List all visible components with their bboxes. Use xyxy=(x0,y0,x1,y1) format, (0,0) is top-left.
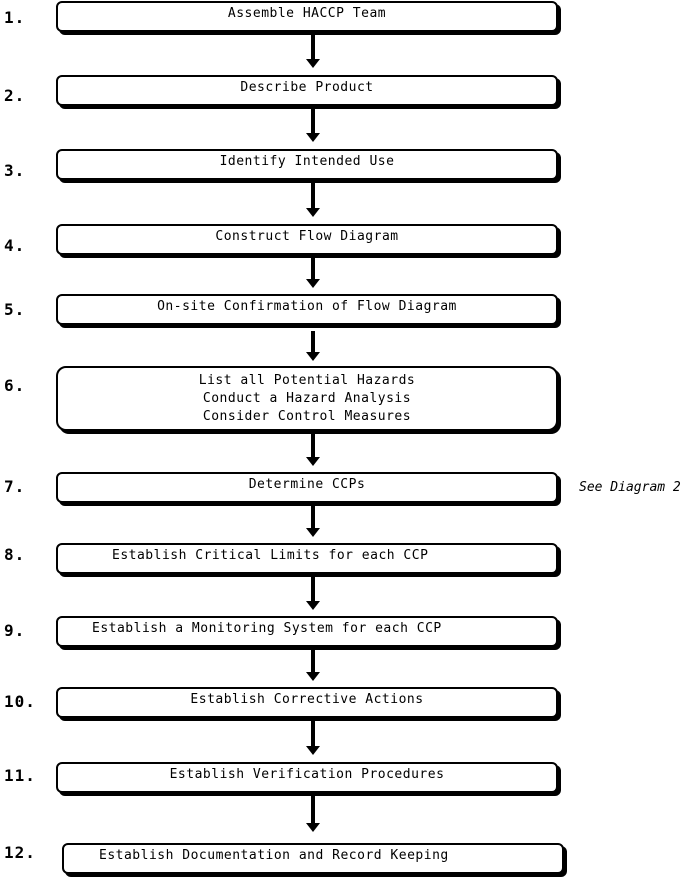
step-number-3: 3. xyxy=(4,161,26,180)
step-text: Establish Critical Limits for each CCP xyxy=(112,548,429,563)
step-text: Establish Verification Procedures xyxy=(169,767,445,782)
step-box-4: Construct Flow Diagram xyxy=(56,224,558,255)
step-box-3: Identify Intended Use xyxy=(56,149,558,180)
step-text-line-1: List all Potential Hazards xyxy=(198,373,416,388)
step-number-7: 7. xyxy=(4,477,26,496)
step-number-4: 4. xyxy=(4,236,26,255)
step-text: Establish a Monitoring System for each C… xyxy=(92,621,442,636)
step-box-7: Determine CCPs xyxy=(56,472,558,503)
step-number-1: 1. xyxy=(4,8,26,27)
step-number-12: 12. xyxy=(4,843,36,862)
step-box-5: On-site Confirmation of Flow Diagram xyxy=(56,294,558,325)
flow-arrow-10-11 xyxy=(306,721,320,755)
step-text: Describe Product xyxy=(240,80,374,95)
flow-arrow-5-6 xyxy=(306,331,320,361)
step-number-5: 5. xyxy=(4,300,26,319)
flow-arrow-4-5 xyxy=(306,258,320,288)
step-text: Identify Intended Use xyxy=(219,154,395,169)
step-text: Establish Corrective Actions xyxy=(190,692,424,707)
step-text-line-2: Conduct a Hazard Analysis xyxy=(202,391,412,406)
step-box-9: Establish a Monitoring System for each C… xyxy=(56,616,558,647)
flow-arrow-6-7 xyxy=(306,434,320,466)
step-box-6: List all Potential Hazards Conduct a Haz… xyxy=(56,366,558,431)
step-number-9: 9. xyxy=(4,621,26,640)
step-text: Assemble HACCP Team xyxy=(227,6,387,21)
step-number-6: 6. xyxy=(4,376,26,395)
flow-arrow-1-2 xyxy=(306,34,320,68)
step-text: Establish Documentation and Record Keepi… xyxy=(99,848,449,863)
flow-arrow-7-8 xyxy=(306,506,320,537)
step-text: On-site Confirmation of Flow Diagram xyxy=(157,299,457,314)
step-number-11: 11. xyxy=(4,766,36,785)
see-diagram-note: See Diagram 2 xyxy=(579,480,681,495)
step-number-2: 2. xyxy=(4,86,26,105)
flow-arrow-8-9 xyxy=(306,577,320,610)
flow-arrow-9-10 xyxy=(306,650,320,681)
step-box-10: Establish Corrective Actions xyxy=(56,687,558,718)
step-box-12: Establish Documentation and Record Keepi… xyxy=(62,843,564,874)
step-text: Determine CCPs xyxy=(248,477,366,492)
step-box-1: Assemble HACCP Team xyxy=(56,1,558,32)
step-box-8: Establish Critical Limits for each CCP xyxy=(56,543,558,574)
flow-arrow-2-3 xyxy=(306,108,320,142)
flow-arrow-11-12 xyxy=(306,796,320,832)
step-number-8: 8. xyxy=(4,545,26,564)
step-box-11: Establish Verification Procedures xyxy=(56,762,558,793)
step-box-2: Describe Product xyxy=(56,75,558,106)
step-number-10: 10. xyxy=(4,692,36,711)
step-text-line-3: Consider Control Measures xyxy=(202,409,412,424)
flow-arrow-3-4 xyxy=(306,183,320,217)
step-text: Construct Flow Diagram xyxy=(215,229,399,244)
